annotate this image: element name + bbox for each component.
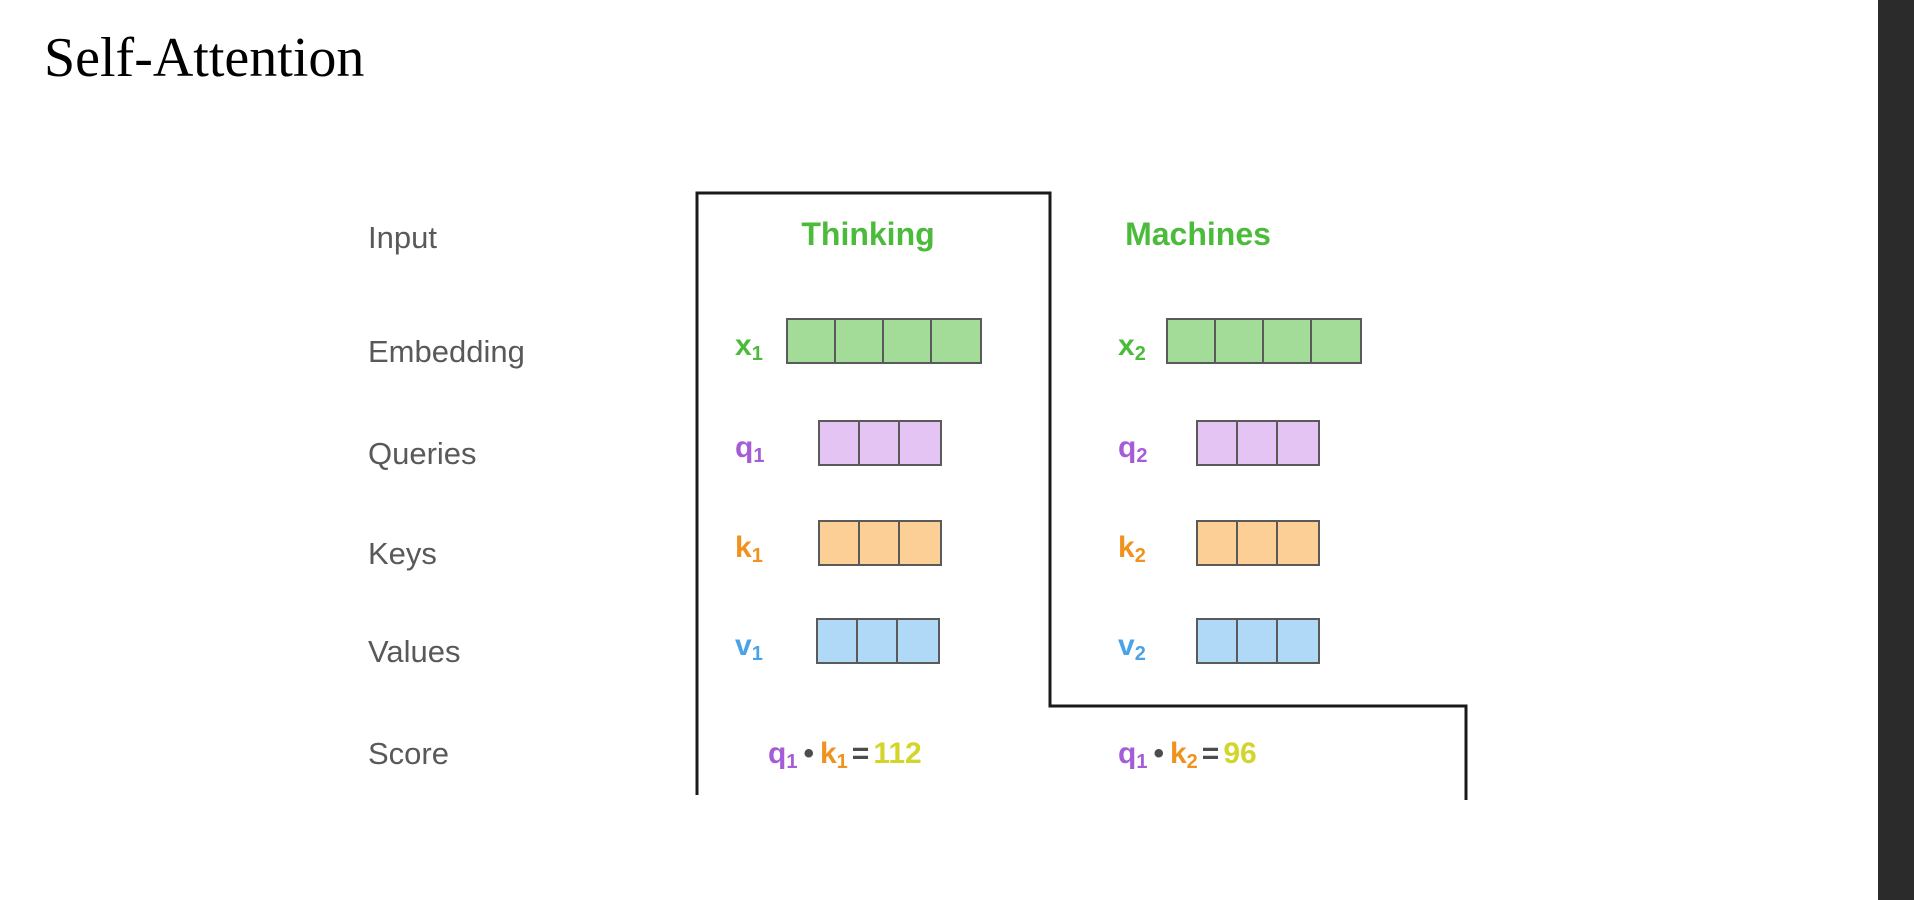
- vector-symbol-k1: k1: [735, 531, 763, 567]
- vector-cell: [858, 620, 899, 662]
- column-header-thinking: Thinking: [801, 216, 935, 252]
- vector-cell: [1198, 522, 1239, 564]
- score-1-k-letter: k: [819, 737, 837, 770]
- vector-symbol-q2: q2: [1118, 431, 1148, 467]
- vector-cell: [1238, 620, 1279, 662]
- dot-product-operator-icon: •: [1153, 737, 1164, 770]
- vector-symbol-q1: q1: [735, 431, 765, 467]
- vector-cell: [1238, 522, 1279, 564]
- vector-boxes-v1: [816, 618, 940, 664]
- vector-cell: [1278, 620, 1318, 662]
- vector-symbol-v1-sub: 1: [751, 643, 763, 665]
- vector-cell: [788, 320, 837, 362]
- dot-product-operator-icon: •: [803, 737, 814, 770]
- page-title: Self-Attention: [44, 27, 365, 89]
- vector-boxes-x1: [786, 318, 982, 364]
- vector-cell: [1264, 320, 1313, 362]
- vector-symbol-q2-sub: 2: [1136, 445, 1148, 467]
- score-1-equals: =: [851, 737, 870, 770]
- vector-boxes-x2: [1166, 318, 1362, 364]
- right-edge-strip: [1878, 0, 1914, 900]
- vector-cell: [900, 422, 940, 464]
- score-1-value: 112: [873, 737, 922, 770]
- vector-cell: [1216, 320, 1265, 362]
- score-expression-1: q1•k1=112: [768, 737, 922, 773]
- vector-cell: [818, 620, 859, 662]
- vector-cell: [900, 522, 940, 564]
- vector-cell: [1312, 320, 1361, 362]
- vector-boxes-k1: [818, 520, 942, 566]
- vector-symbol-k1-sub: 1: [751, 545, 763, 567]
- vector-cell: [1198, 620, 1239, 662]
- score-2-k-sub: 2: [1186, 751, 1198, 773]
- vector-symbol-k2-letter: k: [1118, 531, 1135, 564]
- vector-symbol-q2-letter: q: [1118, 431, 1137, 464]
- vector-boxes-q1: [818, 420, 942, 466]
- vector-cell: [932, 320, 981, 362]
- row-label-queries: Queries: [368, 436, 477, 471]
- vector-boxes-q2: [1196, 420, 1320, 466]
- vector-symbol-x1-letter: x: [735, 329, 752, 362]
- vector-symbol-k2-sub: 2: [1134, 545, 1146, 567]
- vector-cell: [820, 522, 861, 564]
- vector-cell: [860, 422, 901, 464]
- column-header-machines: Machines: [1125, 216, 1271, 252]
- vector-symbol-v2-sub: 2: [1134, 643, 1146, 665]
- row-label-keys: Keys: [368, 536, 437, 571]
- vector-cell: [836, 320, 885, 362]
- score-2-q-letter: q: [1118, 737, 1137, 770]
- score-1-q-letter: q: [768, 737, 787, 770]
- vector-cell: [820, 422, 861, 464]
- score-1-k-sub: 1: [836, 751, 848, 773]
- score-1-q-sub: 1: [786, 751, 798, 773]
- row-label-embedding: Embedding: [368, 334, 525, 369]
- vector-symbol-k1-letter: k: [735, 531, 752, 564]
- vector-cell: [1238, 422, 1279, 464]
- vector-symbol-x2-sub: 2: [1134, 343, 1146, 365]
- vector-cell: [1278, 422, 1318, 464]
- vector-cell: [1278, 522, 1318, 564]
- vector-boxes-k2: [1196, 520, 1320, 566]
- vector-symbol-q1-sub: 1: [753, 445, 765, 467]
- vector-symbol-v2: v2: [1118, 629, 1146, 665]
- vector-cell: [1198, 422, 1239, 464]
- score-2-q-sub: 1: [1136, 751, 1148, 773]
- vector-cell: [860, 522, 901, 564]
- vector-symbol-v1: v1: [735, 629, 763, 665]
- score-2-value: 96: [1223, 737, 1257, 770]
- vector-cell: [898, 620, 938, 662]
- vector-symbol-x2-letter: x: [1118, 329, 1135, 362]
- row-label-values: Values: [368, 634, 461, 669]
- vector-cell: [1168, 320, 1217, 362]
- vector-symbol-v2-letter: v: [1118, 629, 1135, 662]
- vector-symbol-x2: x2: [1118, 329, 1146, 365]
- vector-symbol-x1-sub: 1: [751, 343, 763, 365]
- vector-cell: [884, 320, 933, 362]
- row-label-input: Input: [368, 220, 437, 255]
- vector-symbol-k2: k2: [1118, 531, 1146, 567]
- vector-symbol-v1-letter: v: [735, 629, 752, 662]
- score-2-equals: =: [1201, 737, 1220, 770]
- vector-symbol-q1-letter: q: [735, 431, 754, 464]
- vector-symbol-x1: x1: [735, 329, 763, 365]
- vector-boxes-v2: [1196, 618, 1320, 664]
- score-2-k-letter: k: [1169, 737, 1187, 770]
- score-expression-2: q1•k2=96: [1118, 737, 1257, 773]
- row-label-score: Score: [368, 736, 449, 771]
